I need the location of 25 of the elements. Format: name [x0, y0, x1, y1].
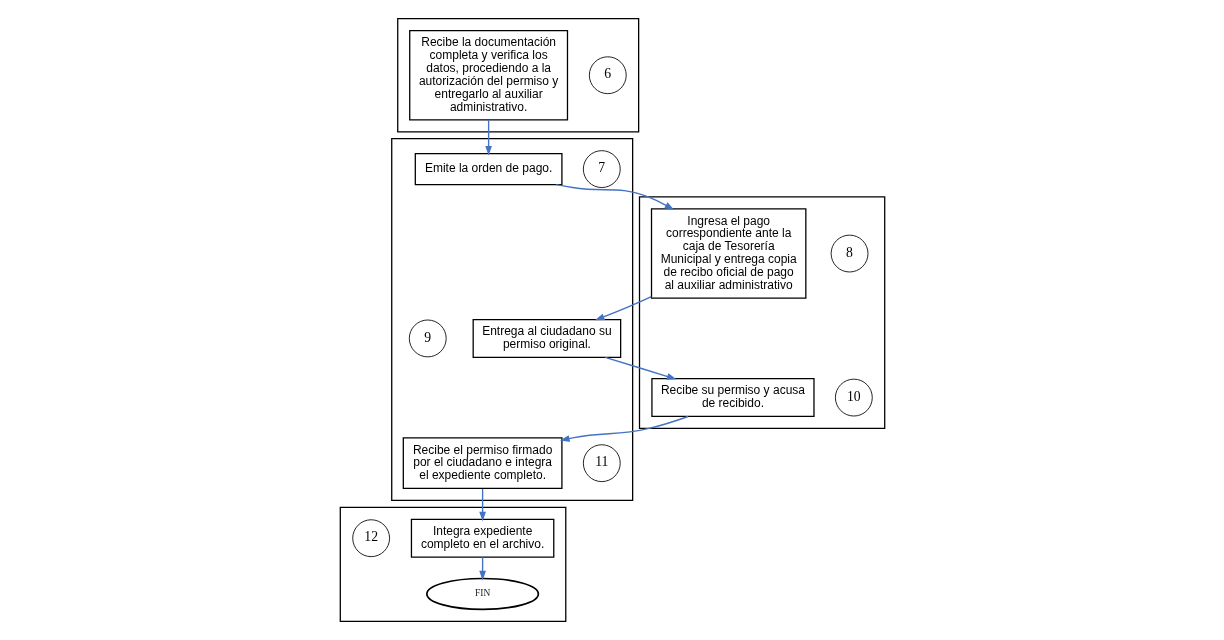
node-circle: 11	[582, 444, 621, 483]
node-box: Emite la orden de pago.	[414, 153, 563, 186]
node-box: Recibe la documentación completa y verifica los datos, procediendo a la autorización del permiso y entregarlo al auxiliar administrativo.	[408, 30, 568, 121]
cluster	[339, 506, 566, 622]
arrow	[484, 119, 492, 156]
arrow	[478, 488, 486, 522]
arrow	[604, 356, 676, 380]
cluster	[396, 18, 639, 133]
node-circle: 6	[588, 56, 627, 95]
node-ellipse: FIN	[425, 577, 539, 611]
node-box: Recibe el permiso firmado por el ciudadano e integra el expediente completo.	[402, 437, 563, 490]
arrow	[594, 295, 652, 321]
node-box: Ingresa el pago correspondiente ante la caja de Tesorería Municipal y entrega copia de recibo oficial de pago al auxiliar administrativo	[650, 208, 806, 299]
node-circle: 12	[351, 519, 390, 558]
node-circle: 7	[582, 150, 621, 188]
node-box: Recibe su permiso y acusa de recibido.	[650, 378, 815, 418]
arrow	[554, 183, 674, 210]
cluster	[390, 138, 633, 502]
node-circle: 9	[408, 319, 447, 358]
node-box: Entrega al ciudadano su permiso original.	[472, 318, 621, 358]
arrow	[559, 415, 689, 442]
cluster	[638, 196, 885, 430]
node-circle: 8	[830, 234, 868, 273]
node-circle: 10	[834, 378, 873, 417]
node-box: Integra expediente completo en el archivo.	[410, 518, 554, 558]
